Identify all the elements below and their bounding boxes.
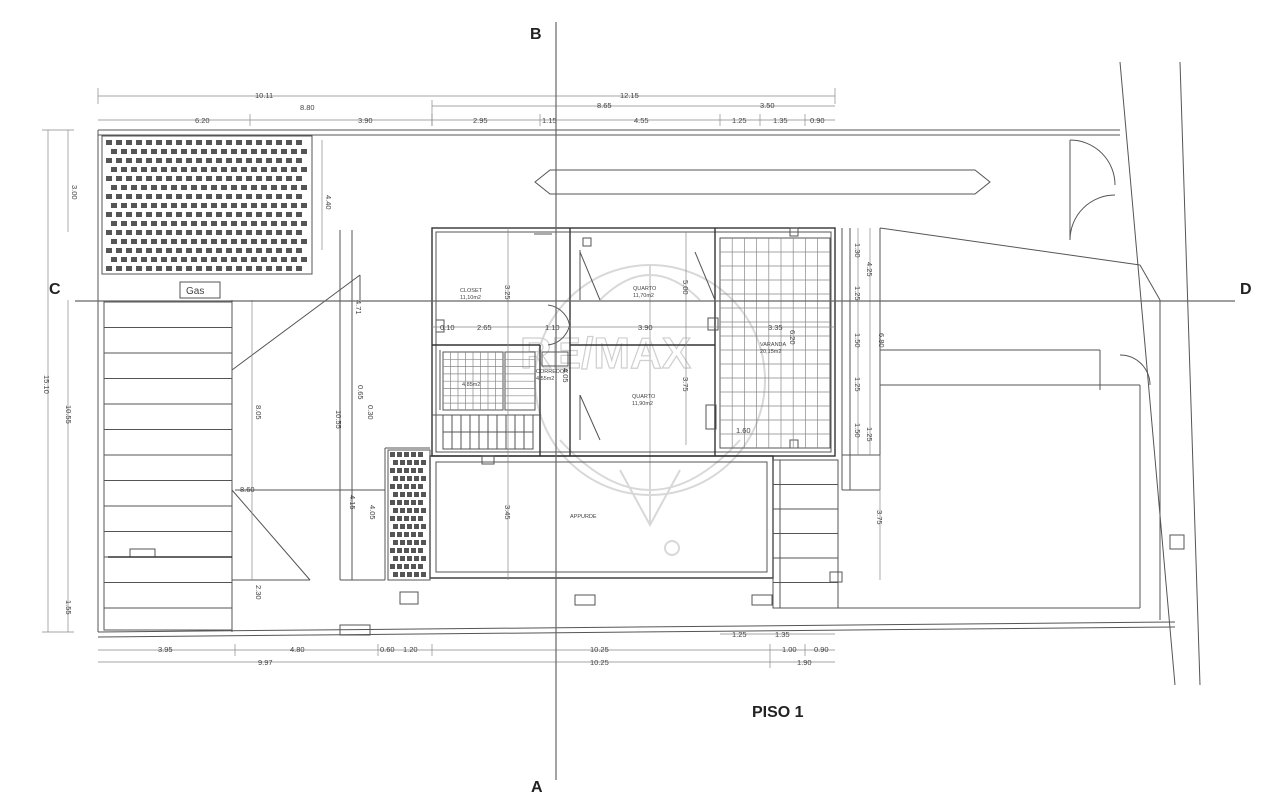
dim-3.45: 3.45 [503, 505, 512, 520]
dim-bot-0.90: 0.90 [814, 645, 829, 654]
dim-10.55-mid: 10.55 [334, 410, 343, 429]
dim-top-1.25: 1.25 [732, 116, 747, 125]
dim-2.65: 2.65 [477, 323, 492, 332]
dim-4.05-c: 4.05 [561, 368, 570, 383]
dim-1.10: 1.10 [545, 323, 560, 332]
varanda-area: 20,15m2 [760, 349, 781, 355]
dim-left-15.10: 15.10 [42, 375, 51, 394]
dim-top-12.15: 12.15 [620, 91, 639, 100]
dim-3.25: 3.25 [503, 285, 512, 300]
dim-top-8.80: 8.80 [300, 103, 315, 112]
dim-bot-1.25: 1.25 [732, 630, 747, 639]
gas-label: Gas [186, 286, 204, 297]
section-label-d: D [1240, 281, 1252, 298]
dim-top-1.35: 1.35 [773, 116, 788, 125]
dim-1.50b: 1.50 [853, 423, 862, 438]
corredor-name: CORREDOR [536, 369, 568, 375]
dim-left-10.55: 10.55 [64, 405, 73, 424]
lower-room-name: APPURDE [570, 514, 597, 520]
quarto2-name: QUARTO [632, 394, 656, 400]
dim-4.71: 4.71 [354, 300, 363, 315]
dim-left-3.00: 3.00 [70, 185, 79, 200]
dim-3.90: 3.90 [638, 323, 653, 332]
dim-bot-0.60: 0.60 [380, 645, 395, 654]
dim-top-2.95: 2.95 [473, 116, 488, 125]
house [339, 169, 991, 636]
dim-bot-10.25: 10.25 [590, 645, 609, 654]
dim-0.10: 0.10 [440, 323, 455, 332]
dim-bot-1.90: 1.90 [797, 658, 812, 667]
dim-bot-4.80: 4.80 [290, 645, 305, 654]
dim-3.75-r: 3.75 [875, 510, 884, 525]
dim-top-6.20: 6.20 [195, 116, 210, 125]
room-dimensions: 2.65 0.10 1.10 3.90 3.35 3.25 5.00 3.75 … [432, 228, 835, 580]
dim-top-3.50: 3.50 [760, 101, 775, 110]
dim-1.25b: 1.25 [853, 377, 862, 392]
varanda-name: VARANDA [760, 342, 787, 348]
left-dimensions: 3.00 15.10 10.55 1.55 [42, 129, 79, 633]
dim-bot-1.20: 1.20 [403, 645, 418, 654]
dim-8.05: 8.05 [254, 405, 263, 420]
dim-bot-10.25b: 10.25 [590, 658, 609, 667]
dim-0.65: 0.65 [356, 385, 365, 400]
dim-4.25: 4.25 [865, 262, 874, 277]
dim-1.60: 1.60 [736, 426, 751, 435]
dim-3.75: 3.75 [681, 377, 690, 392]
section-label-a: A [531, 779, 543, 796]
dim-2.30: 2.30 [254, 585, 263, 600]
dim-bot-3.95: 3.95 [158, 645, 173, 654]
right-dimensions: 1.30 4.25 1.25 1.50 1.25 1.50 1.25 6.80 … [853, 228, 886, 580]
dim-top-0.90: 0.90 [810, 116, 825, 125]
roof-tiles [101, 135, 313, 275]
dim-bot-1.00: 1.00 [782, 645, 797, 654]
section-lines: B A C D [49, 22, 1252, 796]
closet-area: 11,10m2 [460, 295, 481, 301]
dim-left-1.55: 1.55 [64, 600, 73, 615]
dim-4.15: 4.15 [348, 495, 357, 510]
dim-4.40: 4.40 [324, 195, 333, 210]
dim-3.35: 3.35 [768, 323, 783, 332]
dim-0.30: 0.30 [366, 405, 375, 420]
dim-bot-9.97: 9.97 [258, 658, 273, 667]
quarto1-name: QUARTO [633, 286, 657, 292]
dim-top-3.90: 3.90 [358, 116, 373, 125]
dim-1.25a: 1.25 [853, 286, 862, 301]
quarto2-area: 11,90m2 [632, 401, 653, 407]
closet-name: CLOSET [460, 288, 483, 294]
room-labels: CLOSET 11,10m2 QUARTO 11,70m2 VARANDA 20… [460, 286, 787, 520]
bottom-dimensions: 3.95 4.80 0.60 1.20 10.25 1.00 0.90 9.97… [98, 630, 835, 668]
wc-area: 4,85m2 [462, 382, 480, 388]
dim-8.60: 8.60 [240, 485, 255, 494]
dim-4.05: 4.05 [368, 505, 377, 520]
left-strips [103, 301, 233, 631]
left-structure: 4.40 8.60 2.30 8.05 4.71 10.55 4.15 4.05… [108, 140, 385, 632]
dim-top-10.11: 10.11 [255, 91, 273, 100]
svg-text:RE/MAX: RE/MAX [520, 329, 691, 378]
dim-top-8.65: 8.65 [597, 101, 612, 110]
dim-1.30: 1.30 [853, 243, 862, 258]
gas-box: Gas [179, 281, 221, 299]
corredor-area: 4,55m2 [536, 376, 554, 382]
dim-6.80: 6.80 [877, 333, 886, 348]
dim-1.50a: 1.50 [853, 333, 862, 348]
dim-top-1.15: 1.15 [542, 116, 557, 125]
dim-top-4.55: 4.55 [634, 116, 649, 125]
dim-1.25c: 1.25 [865, 427, 874, 442]
section-label-c: C [49, 281, 61, 298]
dim-6.20: 6.20 [788, 330, 797, 345]
property-outline [97, 61, 1201, 686]
quarto1-area: 11,70m2 [633, 293, 654, 299]
section-label-b: B [530, 26, 542, 43]
top-dimensions: 10.11 12.15 8.80 8.65 3.50 6.20 3.90 2.9… [97, 88, 836, 126]
watermark: RE/MAX [519, 264, 766, 556]
dim-bot-1.35: 1.35 [775, 630, 790, 639]
floor-title: PISO 1 [752, 704, 804, 721]
dim-5.00: 5.00 [681, 280, 690, 295]
